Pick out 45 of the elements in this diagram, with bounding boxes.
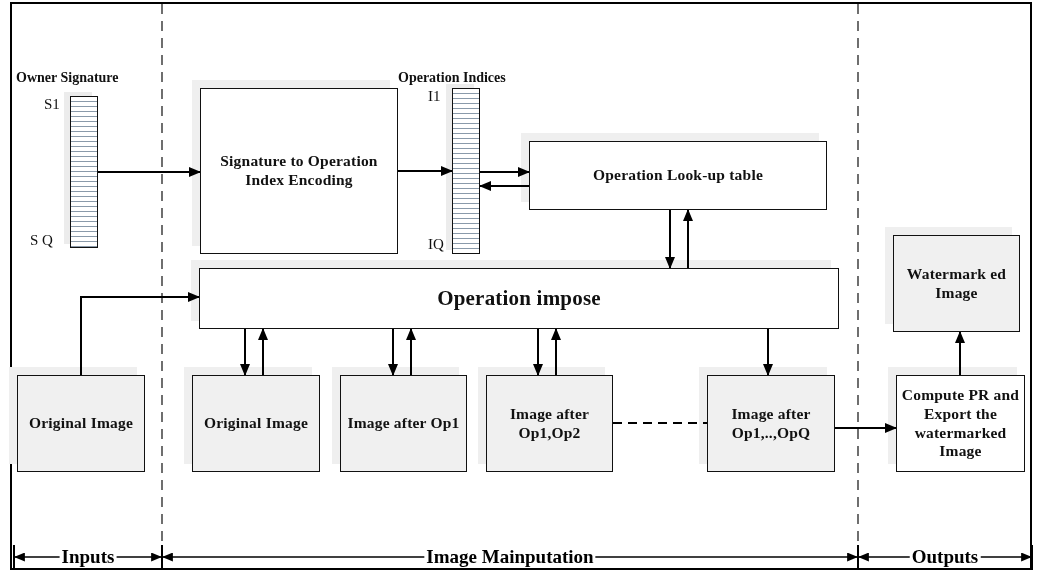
arrow <box>763 328 773 376</box>
process-box <box>896 375 1025 472</box>
arrow <box>479 167 530 177</box>
index-label: IQ <box>428 236 444 253</box>
arrow <box>258 328 268 376</box>
box-label: Signature to Operation Index Encoding <box>219 152 379 190</box>
box-label: Original Image <box>29 414 133 433</box>
connector-line <box>612 422 708 424</box>
arrow <box>406 328 416 376</box>
arrow <box>97 167 201 177</box>
box-label: Image after Op1,Op2 <box>508 404 591 443</box>
arrow <box>955 331 965 376</box>
box-label: Image after Op1 <box>347 414 460 433</box>
image-box <box>192 375 320 472</box>
index-label: S Q <box>30 232 53 249</box>
arrow <box>665 209 675 269</box>
image-box <box>486 375 613 472</box>
bar-heading: Owner Signature <box>16 70 119 86</box>
image-box <box>17 375 145 472</box>
arrow <box>388 328 398 376</box>
box-label: Operation Look-up table <box>593 166 763 185</box>
box-label: Compute PR and Export the watermarked Image <box>901 386 1020 461</box>
arrow <box>683 209 693 269</box>
index-bar <box>70 96 98 248</box>
arrow <box>834 423 897 433</box>
box-label: Image after Op1,..,OpQ <box>730 404 812 443</box>
box-label: Original Image <box>204 414 308 433</box>
process-box <box>200 88 398 254</box>
box-label: Operation impose <box>437 285 601 312</box>
image-box <box>340 375 467 472</box>
index-bar <box>452 88 480 254</box>
arrow <box>551 328 561 376</box>
arrow <box>80 292 200 376</box>
image-box <box>893 235 1020 332</box>
arrow <box>397 166 453 176</box>
bar-heading: Operation Indices <box>398 70 506 86</box>
arrow <box>240 328 250 376</box>
process-box <box>199 268 839 329</box>
arrow <box>479 181 530 191</box>
index-label: S1 <box>44 96 60 113</box>
box-label: Watermark ed Image <box>905 264 1008 303</box>
index-label: I1 <box>428 88 441 105</box>
process-box <box>529 141 827 210</box>
arrow <box>533 328 543 376</box>
image-box <box>707 375 835 472</box>
